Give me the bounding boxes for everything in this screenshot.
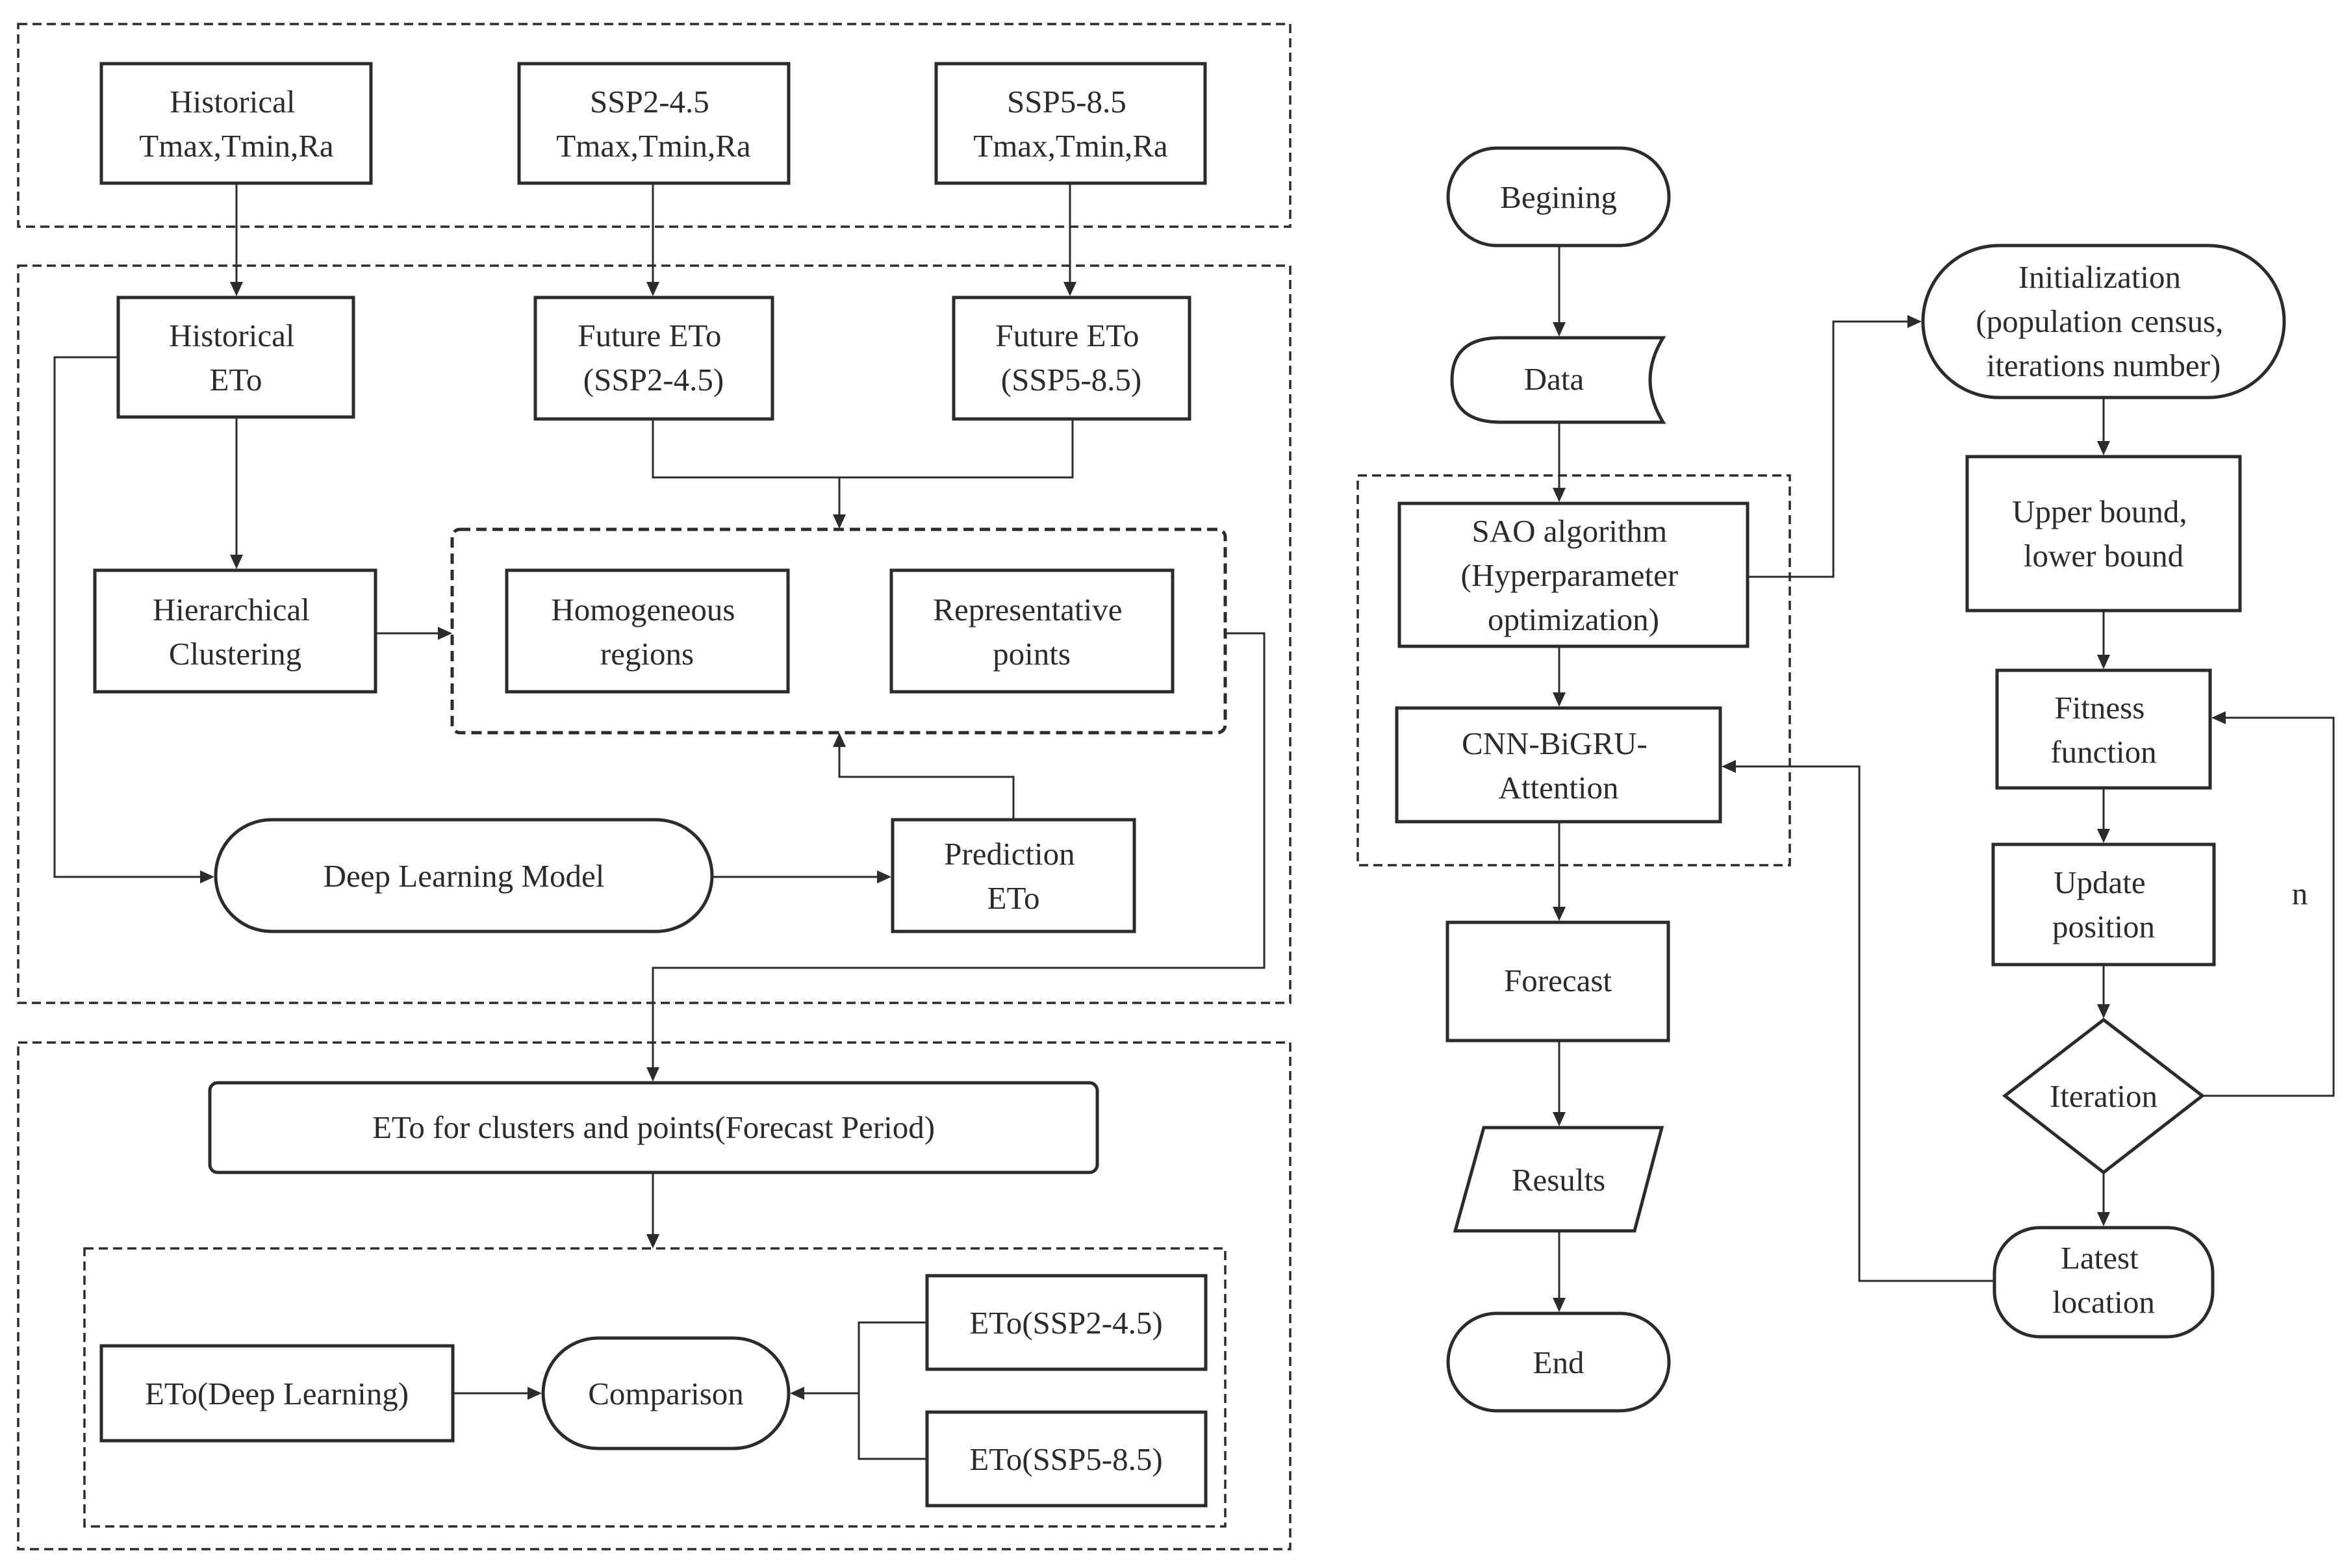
node-future-eto-585 — [952, 296, 1191, 421]
edge-iteration-loop-to-fitness — [2202, 716, 2335, 1097]
node-iteration-label: Iteration — [2050, 1078, 2157, 1114]
node-deep-learning-model-label: Deep Learning Model — [324, 858, 605, 894]
node-results-label: Results — [1512, 1162, 1605, 1198]
node-hist-inputs-label: Historical Tmax,Tmin,Ra — [139, 84, 334, 164]
node-latest-location — [1992, 1226, 2215, 1339]
node-eto-deep-learning-label: ETo(Deep Learning) — [145, 1376, 409, 1411]
node-comparison — [541, 1336, 791, 1450]
group-regions-points — [450, 527, 1227, 735]
node-prediction-eto-label: Prediction ETo — [944, 836, 1083, 916]
node-cnn-bigru-label: CNN-BiGRU- Attention — [1462, 726, 1655, 805]
edge-future-eto-merge — [652, 419, 1074, 479]
node-homogeneous-regions-label: Homogeneous regions — [551, 592, 743, 672]
node-forecast-label: Forecast — [1504, 963, 1612, 998]
node-forecast — [1445, 920, 1670, 1043]
node-eto-ssp245 — [925, 1274, 1208, 1371]
node-ssp585-inputs — [934, 62, 1207, 185]
node-cnn-bigru — [1395, 706, 1722, 824]
node-begining-label: Begining — [1500, 179, 1617, 215]
node-homogeneous-regions — [505, 568, 790, 694]
node-eto-ssp245-label: ETo(SSP2-4.5) — [969, 1305, 1162, 1341]
node-sao-algorithm — [1397, 501, 1750, 648]
node-bounds — [1965, 455, 2242, 613]
node-sao-algorithm-label: SAO algorithm (Hyperparameter optimizati… — [1461, 513, 1686, 637]
group-model-block — [1356, 474, 1791, 866]
node-ssp245-inputs — [517, 62, 791, 185]
edge-hist-eto-to-deep-learning — [53, 356, 209, 878]
group-comparison-inner — [83, 1247, 1227, 1528]
node-comparison-label: Comparison — [588, 1376, 744, 1411]
node-begining — [1446, 146, 1671, 247]
node-data — [1450, 336, 1666, 424]
node-fitness — [1995, 668, 2212, 790]
node-representative-points — [889, 568, 1175, 694]
node-initialization-label: Initialization (population census, itera… — [1976, 259, 2231, 383]
node-hist-eto — [116, 296, 355, 419]
edge-regions-to-forecast-period — [652, 632, 1266, 1076]
node-eto-clusters-points-label: ETo for clusters and points(Forecast Per… — [372, 1109, 935, 1145]
node-eto-ssp585-label: ETo(SSP5-8.5) — [969, 1441, 1162, 1477]
node-deep-learning-model — [214, 818, 714, 933]
edge-sao-to-initialization — [1748, 320, 1916, 578]
edge-label-n: n — [2292, 876, 2308, 911]
node-data-label: Data — [1524, 361, 1585, 397]
node-hier-clustering — [93, 568, 377, 694]
node-fitness-label: Fitness function — [2050, 690, 2156, 770]
edge-prediction-to-regions — [838, 738, 1015, 820]
group-eto-processing — [17, 264, 1292, 1004]
node-eto-deep-learning — [99, 1344, 455, 1443]
group-forecast-comparison — [17, 1041, 1292, 1550]
node-bounds-label: Upper bound, lower bound — [2012, 494, 2195, 574]
node-ssp245-inputs-label: SSP2-4.5 Tmax,Tmin,Ra — [556, 84, 751, 164]
node-hist-inputs — [99, 62, 373, 185]
node-eto-clusters-points — [208, 1081, 1099, 1174]
group-input-data — [17, 23, 1292, 228]
node-ssp585-inputs-label: SSP5-8.5 Tmax,Tmin,Ra — [973, 84, 1168, 164]
node-future-eto-585-label: Future ETo (SSP5-8.5) — [995, 318, 1147, 398]
node-representative-points-label: Representative points — [933, 592, 1130, 672]
edge-ssp-eto-bracket — [858, 1321, 926, 1460]
node-results — [1453, 1126, 1664, 1233]
node-future-eto-245-label: Future ETo (SSP2-4.5) — [578, 318, 729, 398]
node-end-label: End — [1533, 1345, 1585, 1380]
node-eto-ssp585 — [925, 1410, 1208, 1508]
node-iteration — [2002, 1017, 2206, 1175]
node-end — [1446, 1311, 1671, 1413]
node-prediction-eto — [891, 818, 1136, 933]
node-hier-clustering-label: Hierarchical Clustering — [153, 592, 318, 672]
node-update-position-label: Update position — [2052, 865, 2155, 944]
edge-latest-to-cnn — [1727, 765, 1994, 1282]
node-hist-eto-label: Historical ETo — [169, 318, 302, 398]
node-update-position — [1991, 842, 2216, 967]
node-latest-location-label: Latest location — [2052, 1240, 2155, 1320]
node-initialization — [1921, 244, 2286, 399]
node-future-eto-245 — [533, 296, 774, 421]
